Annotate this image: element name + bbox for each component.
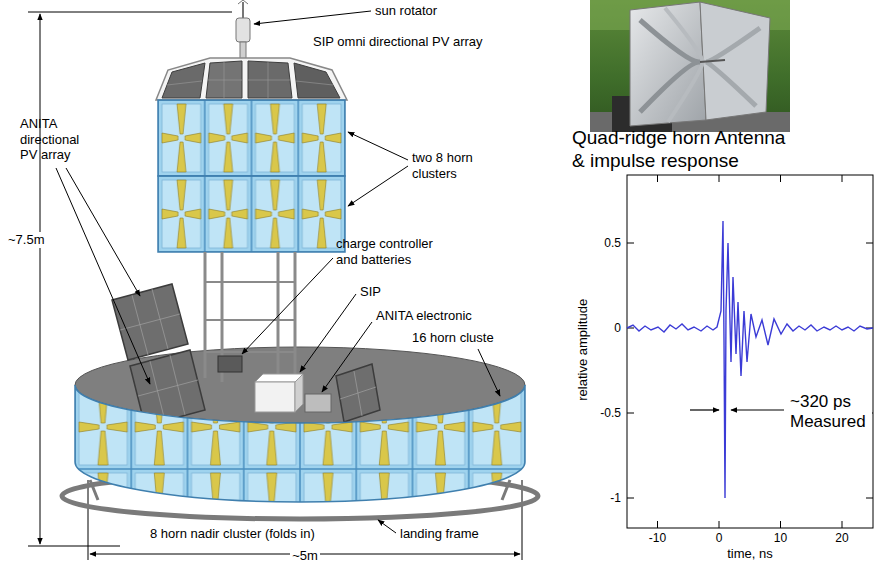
panel-heading: Quad-ridge horn Antenna & impulse respon…: [572, 127, 794, 173]
dimension-label: ~7.5m: [6, 232, 47, 248]
part-label: charge controller and batteries: [336, 236, 448, 267]
part-label: two 8 horn clusters: [412, 150, 492, 181]
part-label: sun rotator: [375, 3, 437, 19]
part-label: SIP omni directional PV array: [313, 34, 483, 50]
tick-label: 20: [835, 531, 848, 545]
part-label: ANITA directional PV array: [20, 116, 98, 163]
part-label: 8 horn nadir cluster (folds in): [150, 526, 315, 542]
payload-boxes: [218, 356, 331, 412]
tick-label: -0.5: [600, 406, 621, 420]
leader-lines: [56, 11, 500, 533]
tick-label: 0.5: [604, 236, 621, 250]
upper-horn-clusters: [158, 100, 345, 252]
tick-label: 10: [774, 531, 787, 545]
directional-pv-array: [112, 284, 380, 426]
part-label: ANITA electronic: [376, 308, 472, 324]
axis-title: time, ns: [727, 546, 773, 562]
tick-label: -1: [610, 491, 621, 505]
axis-title: relative amplitude: [575, 299, 591, 401]
antenna-photo: [590, 0, 790, 132]
tick-label: -10: [649, 531, 666, 545]
part-label: 16 horn cluste: [412, 330, 494, 346]
mast: [205, 252, 295, 382]
tick-label: 0: [614, 321, 621, 335]
impulse-plot: [627, 175, 873, 528]
sun-rotator: [236, 0, 250, 60]
pulse-width-note: ~320 ps Measured: [788, 392, 872, 433]
part-label: landing frame: [400, 526, 479, 542]
waveform: [627, 221, 873, 498]
dimension-label: ~5m: [290, 548, 320, 564]
lower-horn-ring: [75, 385, 525, 502]
part-label: SIP: [360, 284, 381, 300]
tick-label: 0: [716, 531, 723, 545]
omni-pv-array: [156, 58, 347, 100]
